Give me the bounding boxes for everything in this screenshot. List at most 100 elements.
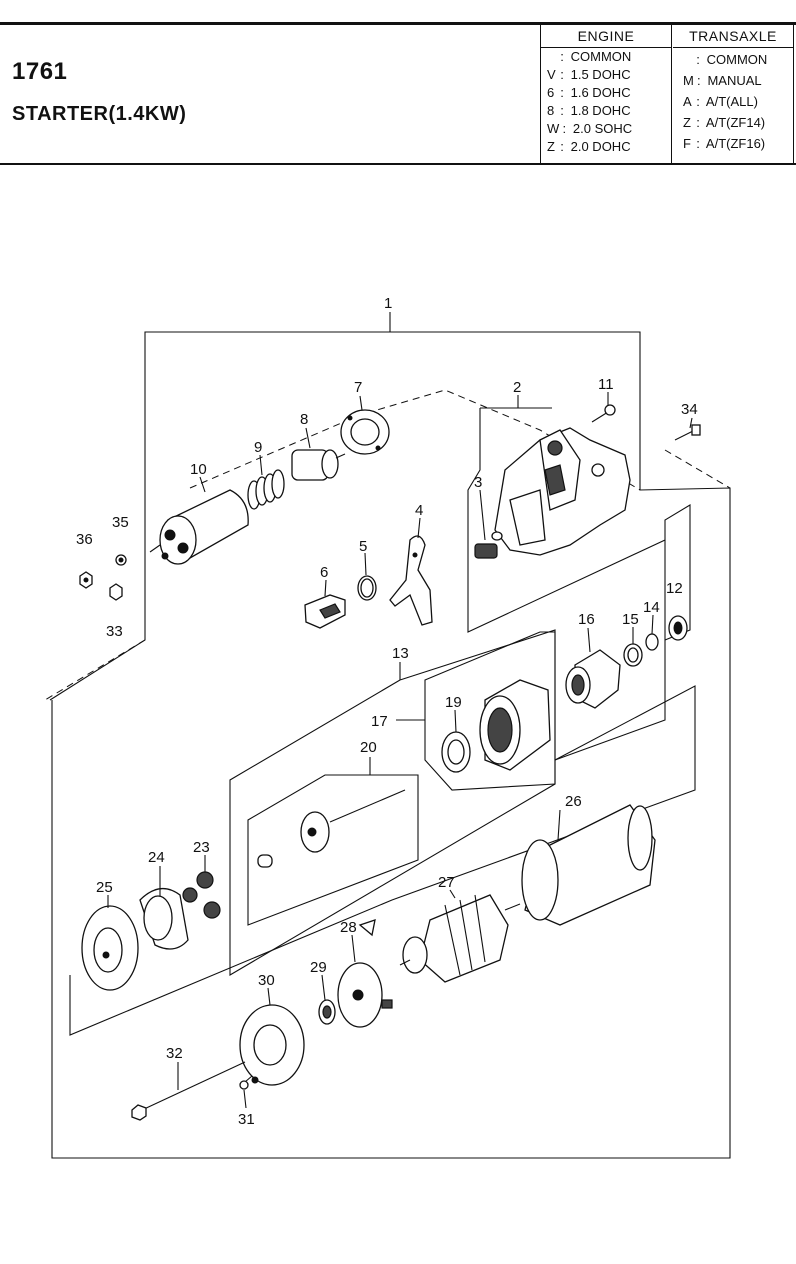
bolt-11 bbox=[591, 404, 616, 423]
group-20-outline bbox=[247, 774, 419, 926]
header-top-rule bbox=[0, 22, 796, 25]
nut-33 bbox=[109, 583, 123, 601]
callout-30: 30 bbox=[258, 972, 275, 989]
callout-19: 19 bbox=[445, 694, 462, 711]
transaxle-key: F bbox=[683, 136, 691, 151]
transaxle-row: F: A/T(ZF16) bbox=[683, 136, 766, 151]
engine-key: Z bbox=[547, 139, 555, 154]
drive-housing-2 bbox=[494, 427, 631, 556]
washer-12 bbox=[668, 615, 688, 641]
bearing-29 bbox=[318, 999, 336, 1025]
axis-line-left bbox=[44, 639, 146, 701]
engine-label: 2.0 SOHC bbox=[572, 121, 633, 136]
callout-4: 4 bbox=[415, 502, 423, 519]
callout-leader bbox=[321, 974, 326, 1001]
transaxle-key: M bbox=[683, 73, 694, 88]
ring-14 bbox=[645, 633, 659, 651]
group-1-outline bbox=[49, 331, 390, 701]
plunger-8 bbox=[291, 449, 346, 481]
callout-14: 14 bbox=[643, 599, 660, 616]
engine-row: Z: 2.0 DOHC bbox=[547, 139, 631, 154]
engine-row: 8: 1.8 DOHC bbox=[547, 103, 631, 118]
yoke-26 bbox=[521, 804, 656, 926]
callout-leader bbox=[259, 454, 263, 476]
brush-holder-28 bbox=[337, 919, 393, 1028]
callout-36: 36 bbox=[76, 531, 93, 548]
callout-leader bbox=[359, 395, 363, 411]
callout-13: 13 bbox=[392, 645, 409, 662]
callout-35: 35 bbox=[112, 514, 129, 531]
callout-leader bbox=[324, 579, 327, 597]
collar-19 bbox=[441, 731, 471, 773]
callout-leader bbox=[587, 627, 591, 653]
callout-leader bbox=[243, 1089, 247, 1109]
bushing-3 bbox=[474, 531, 503, 559]
engine-key: V bbox=[547, 67, 556, 82]
callout-leader bbox=[479, 489, 486, 541]
solenoid-10 bbox=[149, 489, 249, 565]
callout-33: 33 bbox=[106, 623, 123, 640]
transaxle-label: A/T(ALL) bbox=[705, 94, 758, 109]
engine-label: 1.5 DOHC bbox=[570, 67, 631, 82]
transaxle-row: M: MANUAL bbox=[683, 73, 762, 88]
ring-15 bbox=[623, 643, 643, 667]
callout-9: 9 bbox=[254, 439, 262, 456]
lever-4 bbox=[389, 535, 433, 626]
shaft-20 bbox=[257, 789, 406, 868]
engine-row: V: 1.5 DOHC bbox=[547, 67, 631, 82]
callout-12: 12 bbox=[666, 580, 683, 597]
callout-leader bbox=[305, 427, 311, 449]
engine-heading: ENGINE bbox=[541, 25, 671, 48]
callout-leader bbox=[417, 517, 421, 539]
transaxle-key: Z bbox=[683, 115, 691, 130]
callout-24: 24 bbox=[148, 849, 165, 866]
callout-16: 16 bbox=[578, 611, 595, 628]
callout-leader bbox=[351, 934, 356, 963]
callout-leader bbox=[449, 889, 456, 899]
callout-leader bbox=[454, 709, 457, 733]
engine-row: W: 2.0 SOHC bbox=[547, 121, 633, 136]
callout-5: 5 bbox=[359, 538, 367, 555]
axis-line-34 bbox=[664, 449, 731, 489]
transaxle-label: A/T(ZF14) bbox=[705, 115, 766, 130]
page-title: STARTER(1.4KW) bbox=[12, 103, 187, 125]
transaxle-label: COMMON bbox=[706, 52, 768, 67]
callout-leader bbox=[199, 476, 206, 493]
callout-7: 7 bbox=[354, 379, 362, 396]
callout-8: 8 bbox=[300, 411, 308, 428]
header-bottom-rule bbox=[0, 163, 796, 165]
plate-6 bbox=[304, 594, 346, 629]
engine-label: COMMON bbox=[570, 49, 632, 64]
nut-36 bbox=[79, 571, 93, 589]
callout-28: 28 bbox=[340, 919, 357, 936]
planet-gears-23 bbox=[182, 871, 221, 919]
callout-27: 27 bbox=[438, 874, 455, 891]
transaxle-label: MANUAL bbox=[707, 73, 762, 88]
axis-line-upper bbox=[189, 389, 641, 491]
callout-17: 17 bbox=[371, 713, 388, 730]
screw-31 bbox=[239, 1075, 253, 1090]
through-bolt-32 bbox=[131, 1061, 246, 1121]
callout-15: 15 bbox=[622, 611, 639, 628]
cover-7 bbox=[340, 409, 390, 455]
callout-leader bbox=[364, 552, 367, 576]
group-17-outline bbox=[424, 631, 556, 791]
callout-leader bbox=[557, 809, 561, 841]
callout-1: 1 bbox=[384, 295, 392, 312]
callout-32: 32 bbox=[166, 1045, 183, 1062]
transaxle-row: A: A/T(ALL) bbox=[683, 94, 758, 109]
engine-label: 2.0 DOHC bbox=[570, 139, 631, 154]
callout-leader bbox=[651, 614, 654, 635]
clutch-17 bbox=[479, 679, 551, 771]
end-cover-30 bbox=[239, 1004, 305, 1086]
callout-20: 20 bbox=[360, 739, 377, 756]
transaxle-row: : COMMON bbox=[696, 52, 768, 67]
engine-label: 1.6 DOHC bbox=[570, 85, 631, 100]
washer-35 bbox=[115, 554, 127, 566]
callout-34: 34 bbox=[681, 401, 698, 418]
transaxle-key: A bbox=[683, 94, 692, 109]
callout-10: 10 bbox=[190, 461, 207, 478]
bolt-34 bbox=[674, 424, 701, 441]
callout-11: 11 bbox=[598, 376, 614, 393]
part-group-code: 1761 bbox=[12, 58, 68, 85]
